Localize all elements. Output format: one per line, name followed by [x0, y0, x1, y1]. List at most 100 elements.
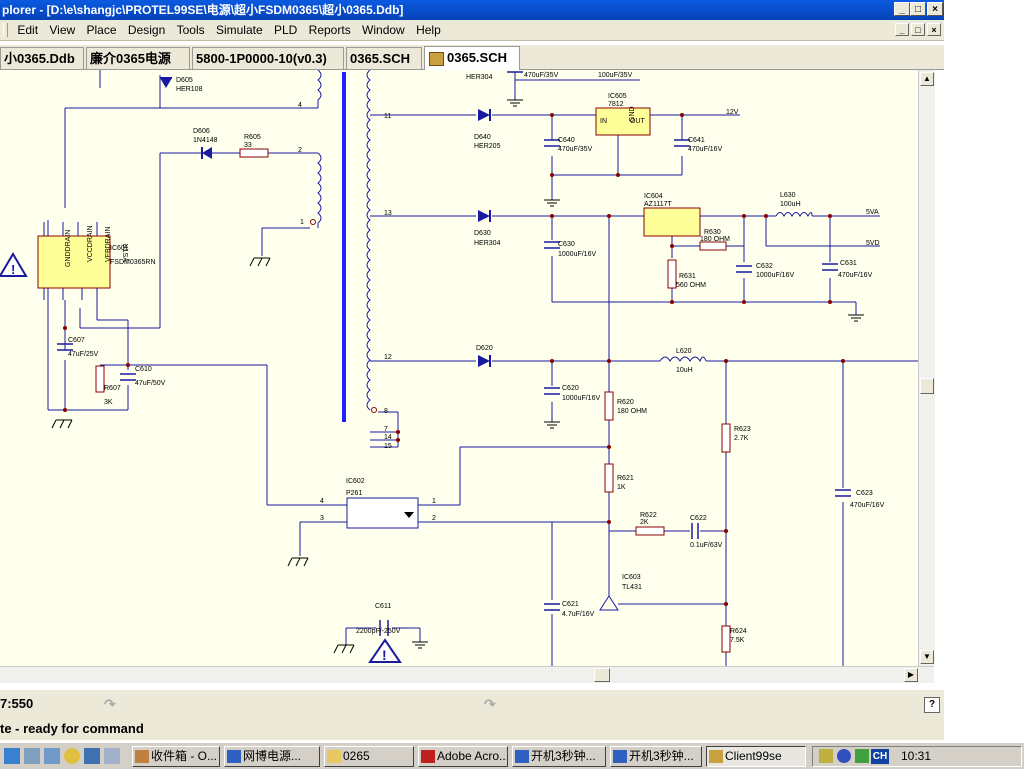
menu-edit[interactable]: Edit	[17, 23, 39, 37]
label-ic603v: TL431	[622, 584, 642, 591]
task-client99se[interactable]: Client99se	[706, 746, 806, 767]
task-inbox-label: 收件箱 - O...	[151, 749, 218, 763]
task-web[interactable]: 网博电源...	[224, 746, 320, 767]
tab-5800[interactable]: 5800-1P0000-10(v0.3)	[192, 47, 344, 69]
label-r621v: 1K	[617, 484, 626, 491]
mail-icon	[135, 750, 149, 764]
label-r623: R623	[734, 426, 751, 433]
language-indicator[interactable]: CH	[871, 749, 889, 764]
label-ic605: IC605	[608, 93, 627, 100]
vertical-scrollbar[interactable]: ▲ ▼	[918, 70, 935, 666]
label-r630v: 180 OHM	[700, 236, 730, 243]
quicklaunch-icon-6[interactable]	[104, 748, 120, 764]
quicklaunch-icon-1[interactable]	[4, 748, 20, 764]
quicklaunch-icon-3[interactable]	[44, 748, 60, 764]
label-d605: D605	[176, 77, 193, 84]
menu-tools[interactable]: Tools	[176, 23, 205, 37]
label-r605v: 33	[244, 142, 252, 149]
menu-window[interactable]: Window	[362, 23, 405, 37]
horizontal-scroll-thumb[interactable]	[594, 668, 610, 682]
scroll-down-button[interactable]: ▼	[920, 650, 934, 664]
label-c641: C641	[688, 137, 705, 144]
task-acrobat-label: Adobe Acro...	[437, 749, 508, 763]
resize-arrow-icon: ↷	[104, 696, 116, 712]
label-r622: R622	[640, 512, 657, 519]
task-acrobat[interactable]: Adobe Acro...	[418, 746, 508, 767]
pin-14: 14	[384, 434, 392, 441]
scroll-right-button[interactable]: ▶	[904, 668, 918, 682]
label-12v: 12V	[726, 109, 739, 116]
label-r623v: 2.7K	[734, 435, 749, 442]
label-ic601v: FSDM0365RN	[110, 259, 156, 266]
task-folder[interactable]: 0265	[324, 746, 414, 767]
label-c622v: 0.1uF/63V	[690, 542, 723, 549]
task-doc-2-label: 开机3秒钟...	[629, 749, 694, 763]
label-c621: C621	[562, 601, 579, 608]
quicklaunch-icon-5[interactable]	[84, 748, 100, 764]
menu-help[interactable]: Help	[416, 23, 441, 37]
task-client99se-label: Client99se	[725, 749, 782, 763]
resize-arrow-icon-2: ↷	[484, 696, 496, 712]
pin-7: 7	[384, 426, 388, 433]
tray-icon-3[interactable]	[855, 749, 869, 763]
label-r621: R621	[617, 475, 634, 482]
label-ic602v: P261	[346, 490, 362, 497]
menu-design[interactable]: Design	[127, 23, 166, 37]
schematic-canvas[interactable]: GNDDRAIN	[0, 70, 918, 666]
horizontal-scrollbar[interactable]: ▶	[0, 666, 934, 683]
tab-folder[interactable]: 廉介0365电源	[86, 47, 190, 69]
label-c641v: 470uF/16V	[688, 146, 723, 153]
maximize-button[interactable]: □	[910, 2, 926, 16]
label-c622: C622	[690, 515, 707, 522]
menu-place[interactable]: Place	[86, 23, 117, 37]
scroll-up-button[interactable]: ▲	[920, 72, 934, 86]
label-r631: R631	[679, 273, 696, 280]
menu-view[interactable]: View	[49, 23, 76, 37]
quicklaunch-icon-2[interactable]	[24, 748, 40, 764]
pin-1: 1	[300, 219, 304, 226]
tab-sch-active-label: 0365.SCH	[447, 50, 507, 65]
task-doc-2[interactable]: 开机3秒钟...	[610, 746, 702, 767]
label-ic604v: AZ1117T	[644, 201, 672, 208]
pin-2: 2	[298, 147, 302, 154]
vertical-scroll-thumb[interactable]	[920, 378, 934, 394]
doc-restore-button[interactable]: □	[911, 23, 925, 36]
label-c632v: 1000uF/16V	[756, 272, 794, 279]
label-her304-top: HER304	[466, 74, 493, 81]
close-button[interactable]: ×	[927, 2, 943, 16]
task-doc-1[interactable]: 开机3秒钟...	[512, 746, 606, 767]
menu-grip	[3, 23, 8, 37]
help-icon[interactable]: ?	[924, 697, 940, 713]
system-tray: CH 10:31	[812, 746, 1022, 767]
taskbar: 收件箱 - O... 网博电源... 0265 Adobe Acro... 开机…	[0, 742, 1024, 769]
pdf-icon	[421, 750, 435, 764]
label-ic603: IC603	[622, 574, 641, 581]
doc-close-button[interactable]: ×	[927, 23, 941, 36]
tray-icon-1[interactable]	[819, 749, 833, 763]
label-c620: C620	[562, 385, 579, 392]
tab-sch-1[interactable]: 0365.SCH	[346, 47, 422, 69]
label-5vd: 5VD	[866, 240, 880, 247]
task-inbox[interactable]: 收件箱 - O...	[132, 746, 220, 767]
quicklaunch-icon-4[interactable]	[64, 748, 80, 764]
window-title-bar[interactable]: plorer - [D:\e\shangjc\PROTEL99SE\电源\超小F…	[0, 0, 944, 20]
menu-reports[interactable]: Reports	[308, 23, 351, 37]
label-cap-top1: 470uF/35V	[524, 72, 559, 79]
tray-icon-2[interactable]	[837, 749, 851, 763]
doc-minimize-button[interactable]: _	[895, 23, 909, 36]
menu-pld[interactable]: PLD	[273, 23, 298, 37]
menu-simulate[interactable]: Simulate	[215, 23, 263, 37]
tab-sch-active[interactable]: 0365.SCH	[424, 46, 520, 70]
minimize-button[interactable]: _	[894, 2, 910, 16]
label-d630v: HER304	[474, 240, 501, 247]
label-out: OUT	[630, 118, 646, 125]
browser-icon-3	[613, 750, 627, 764]
label-d640: D640	[474, 134, 491, 141]
pin-12: 12	[384, 354, 392, 361]
tab-ddb[interactable]: 小0365.Ddb	[0, 47, 84, 69]
coordinate-readout: 7:550	[0, 696, 34, 711]
browser-icon	[227, 750, 241, 764]
label-c632: C632	[756, 263, 773, 270]
label-c631v: 470uF/16V	[838, 272, 873, 279]
label-r605: R605	[244, 134, 261, 141]
